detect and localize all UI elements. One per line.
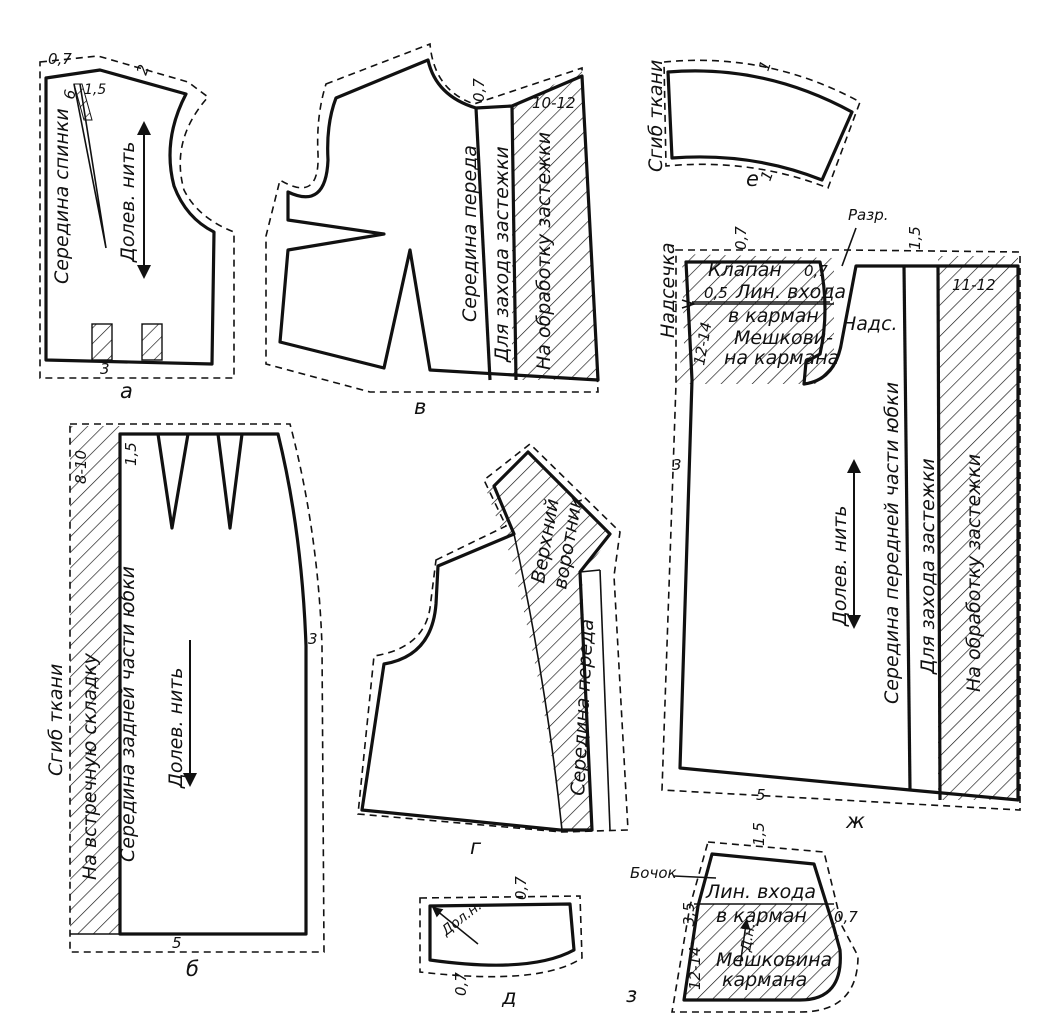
- piece-a-letter: а: [120, 379, 133, 403]
- piece-v-center-line: [474, 107, 492, 381]
- piece-z-letter: з: [626, 983, 637, 1007]
- piece-b-allowance-15: 1,5: [122, 442, 140, 466]
- piece-zh-bag-label-1: Мешкови-: [734, 327, 833, 349]
- piece-zh-flap-label: Клапан: [708, 259, 782, 281]
- piece-zh-allowance-5: 5: [756, 786, 766, 804]
- piece-zh-front-skirt: Надсечка Разр. Клапан 0,7 0,5 Лин. входа…: [657, 206, 1021, 833]
- piece-d-seam-allowance: [419, 895, 583, 978]
- piece-zh-finish-label: На обработку застежки: [963, 454, 985, 692]
- piece-v-facing-hatch: [512, 70, 598, 380]
- piece-zh-allowance-15: 1,5: [906, 226, 924, 250]
- piece-a-dart-6: 6: [60, 88, 79, 101]
- piece-z-allowance-1214: 12-14: [686, 946, 704, 990]
- piece-e-outline: [666, 69, 854, 182]
- piece-zh-seam-allowance: [661, 249, 1021, 811]
- piece-g-letter: г: [470, 835, 482, 859]
- piece-d-flap: Дол.н. 0,7 0,7 д: [419, 876, 583, 1009]
- piece-z-allowance-07: 0,7: [834, 908, 858, 926]
- piece-z-bag-label-1: Мешковина: [716, 949, 832, 971]
- piece-zh-letter: ж: [845, 809, 865, 833]
- piece-zh-grain-label: Долев. нить: [829, 505, 851, 627]
- piece-v-outline: [278, 58, 600, 382]
- piece-z-bag-hatch: [686, 904, 841, 1000]
- piece-g-outline: [360, 450, 612, 832]
- piece-b-allowance-5: 5: [172, 934, 182, 952]
- piece-b-allowance-810: 8-10: [72, 450, 90, 484]
- piece-e-allowance-1b: 1: [757, 168, 777, 183]
- piece-zh-flap-07: 0,7: [804, 262, 828, 280]
- piece-v-allowance-1012: 10-12: [532, 94, 576, 112]
- piece-e-allowance-1a: 1: [755, 58, 775, 73]
- piece-z-seam-allowance: [671, 841, 859, 1013]
- piece-a-allowance-07: 0,7: [48, 50, 72, 68]
- piece-zh-overlap-label: Для захода застежки: [917, 458, 939, 675]
- piece-zh-center-label: Середина передней части юбки: [881, 382, 903, 704]
- piece-zh-pocket-label: в карман: [728, 305, 819, 327]
- piece-zh-allowance-3: 3: [672, 456, 682, 474]
- piece-v-overlap-label: Для захода застежки: [491, 146, 513, 363]
- piece-a-allowance-2: 2: [133, 62, 153, 77]
- piece-v-seam-allowance: [265, 42, 599, 393]
- piece-v-letter: в: [414, 395, 426, 419]
- piece-zh-bag-label-2: на кармана: [724, 347, 839, 369]
- piece-z-allowance-35: 3,5: [680, 902, 698, 926]
- piece-b-center-label: Середина задней части юбки: [117, 566, 139, 862]
- piece-d-allowance-07a: 0,7: [512, 876, 530, 900]
- piece-zh-nads-label: Надс.: [842, 313, 898, 335]
- piece-zh-overlap-line: [936, 265, 942, 801]
- piece-b-grain-label: Долев. нить: [165, 667, 187, 789]
- piece-e-letter: е: [746, 167, 759, 191]
- piece-a-grain-label: Долев. нить: [117, 141, 139, 263]
- piece-zh-outline: [678, 260, 1020, 802]
- piece-v-overlap-line: [510, 105, 518, 381]
- piece-a-back-bodice: Середина спинки Долев. нить 0,7 1,5 6 2 …: [39, 50, 235, 403]
- piece-zh-notch-label: Надсечка: [657, 242, 679, 338]
- piece-z-allowance-15: 1,5: [750, 822, 768, 846]
- piece-e-waistband: Сгиб ткани 1 1 е: [645, 58, 861, 191]
- piece-g-front-collar: Верхний воротник Середина переда г: [357, 442, 629, 859]
- piece-z-pocket-label: в карман: [716, 905, 807, 927]
- piece-a-outline: [44, 68, 216, 366]
- piece-v-front-bodice: Середина переда Для захода застежки На о…: [265, 42, 600, 419]
- piece-e-fold-label: Сгиб ткани: [645, 60, 667, 172]
- piece-z-pocket-bag: Бочок Лин. входа в карман Д.н. Мешковина…: [626, 822, 859, 1013]
- piece-zh-center-line: [902, 265, 912, 791]
- piece-v-allowance-07: 0,7: [470, 78, 488, 102]
- piece-g-seam-allowance: [357, 442, 629, 833]
- piece-a-allowance-3: 3: [100, 360, 110, 378]
- piece-zh-pocket-hatch: [676, 254, 834, 384]
- piece-d-letter: д: [501, 985, 517, 1009]
- piece-v-center-label: Середина переда: [459, 145, 481, 322]
- piece-b-allowance-3: 3: [308, 630, 318, 648]
- piece-b-pleat-hatch: [70, 426, 120, 934]
- piece-b-fold-label: Сгиб ткани: [45, 664, 67, 776]
- piece-zh-allowance-07: 0,7: [732, 226, 750, 250]
- piece-b-dart-right: [216, 433, 244, 530]
- piece-z-outline: [682, 852, 842, 1002]
- piece-b-back-skirt: Сгиб ткани На встречную складку Середина…: [45, 423, 325, 981]
- piece-v-finish-label: На обработку застежки: [533, 132, 555, 370]
- piece-zh-entry-label: Лин. входа: [735, 281, 846, 303]
- piece-a-seam-allowance: [39, 55, 235, 379]
- piece-b-dart-left: [156, 433, 190, 530]
- piece-d-outline: [428, 902, 576, 967]
- piece-b-seam-allowance: [69, 423, 325, 953]
- piece-zh-entry-05: 0,5: [704, 284, 728, 302]
- piece-b-outline: [118, 432, 308, 936]
- piece-g-center-line: [513, 533, 563, 831]
- piece-b-pleat-label: На встречную складку: [79, 652, 101, 880]
- piece-a-center-back-label: Середина спинки: [51, 108, 73, 284]
- piece-z-grain-label: Д.н.: [738, 921, 759, 953]
- piece-b-letter: б: [186, 957, 199, 981]
- piece-z-entry-label: Лин. входа: [705, 881, 816, 903]
- piece-z-side-label: Бочок: [630, 864, 677, 882]
- piece-zh-allowance-1112: 11-12: [952, 276, 996, 294]
- piece-a-allowance-15: 1,5: [84, 82, 106, 98]
- piece-zh-finish-hatch: [938, 256, 1018, 800]
- piece-zh-cut-label: Разр.: [848, 206, 889, 224]
- piece-d-allowance-07b: 0,7: [452, 972, 470, 996]
- piece-e-seam-allowance: [663, 59, 861, 190]
- piece-z-bag-label-2: кармана: [722, 969, 807, 991]
